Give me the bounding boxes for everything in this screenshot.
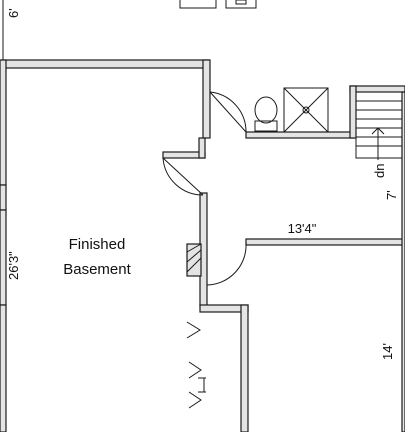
opening-symbols (186, 321, 206, 409)
room-label-line1: Finished (69, 236, 126, 253)
wall-stair-top (349, 85, 405, 93)
door-closet[interactable] (162, 157, 204, 196)
wall-top-horizontal (1, 59, 210, 69)
wall-left-window (0, 184, 7, 211)
stair-arrow-icon (371, 127, 385, 135)
dimension-right-lower: 14' (380, 343, 395, 360)
door-bath[interactable] (209, 91, 247, 133)
dimension-right-upper: 7' (384, 190, 399, 200)
fixture-top-left (179, 0, 217, 9)
room-label-line2: Basement (63, 261, 131, 278)
door-mid[interactable] (206, 240, 247, 286)
wall-bath-left (202, 59, 211, 139)
dimension-top-left: 6' (6, 8, 21, 18)
wall-mid-horizontal (245, 238, 405, 246)
wall-closet-right (198, 137, 206, 159)
wall-left-upper (0, 59, 7, 186)
dimension-width: 13'4" (288, 221, 317, 236)
wall-bath-bottom (245, 131, 355, 139)
dimension-basement-height: 26'3" (6, 251, 21, 280)
wall-left-lower (0, 304, 7, 432)
wall-right-outer (401, 91, 405, 432)
toilet-icon (254, 96, 278, 132)
fixture-top-right (225, 0, 257, 9)
stairs[interactable] (355, 91, 403, 160)
wall-lower-room-left (240, 304, 249, 432)
shower-icon (283, 87, 329, 133)
stairs-direction-label: dn (372, 164, 387, 178)
wall-stair-left (349, 85, 357, 139)
